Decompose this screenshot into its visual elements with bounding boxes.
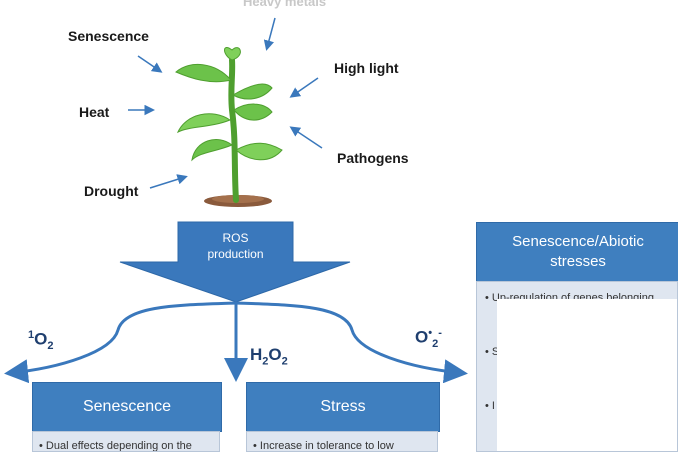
stress-box-header: Stress [246, 382, 440, 432]
abiotic-item-2: • S [485, 346, 500, 358]
ros-line2: production [207, 247, 264, 261]
abiotic-box-header: Senescence/Abiotic stresses [476, 222, 678, 282]
ros-line1: ROS [222, 231, 249, 245]
label-senescence: Senescence [68, 28, 149, 44]
hydrogen-peroxide-label: H2O2 [250, 345, 288, 368]
arrow-to-singlet [4, 301, 237, 384]
superoxide-label: O•2- [415, 327, 442, 351]
ros-label: ROS production [178, 230, 293, 262]
abiotic-box-body: • Up-regulation of genes belonging • S •… [476, 281, 678, 452]
senescence-box-body: • Dual effects depending on the [32, 431, 220, 452]
label-heavy-metals: Heavy metals [243, 0, 327, 9]
arrow-pathogens [289, 126, 323, 149]
senescence-box-header: Senescence [32, 382, 222, 432]
label-heat: Heat [79, 104, 110, 120]
arrow-heavy-metals [263, 17, 276, 51]
singlet-oxygen-label: 1O2 [28, 329, 54, 353]
stress-box-body: • Increase in tolerance to low [246, 431, 438, 452]
label-drought: Drought [84, 183, 139, 199]
occluding-panel [497, 299, 677, 451]
plant-icon [175, 46, 283, 207]
label-pathogens: Pathogens [337, 150, 409, 166]
abiotic-title-line2: stresses [550, 253, 606, 270]
ros-arrow [119, 221, 351, 303]
arrow-senescence [137, 55, 163, 73]
arrow-to-superoxide [235, 301, 468, 384]
arrow-high-light [289, 77, 319, 98]
abiotic-item-3: • I [485, 400, 495, 412]
stressor-arrows [128, 17, 323, 189]
abiotic-title-line1: Senescence/Abiotic [512, 233, 644, 250]
branch-arrows [4, 301, 468, 384]
arrow-drought [149, 174, 188, 189]
label-high-light: High light [334, 60, 399, 76]
